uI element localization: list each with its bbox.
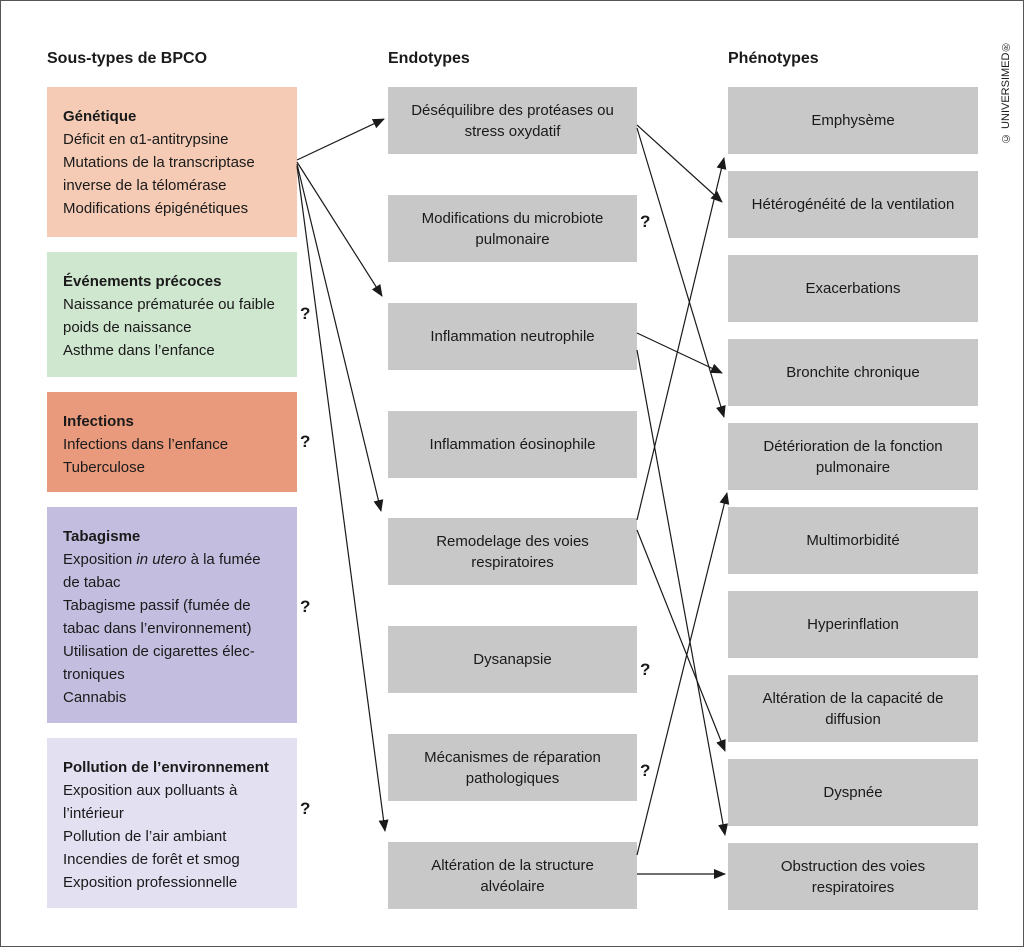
- arrow-remodeling-to-emphysema: [636, 157, 727, 521]
- subtype-title: Événements précoces: [63, 273, 222, 290]
- question-mark: ?: [300, 304, 311, 323]
- subtype-line: troniques: [63, 666, 125, 683]
- arrow-neutrophil-to-obstruction: [636, 349, 728, 836]
- question-mark: ?: [300, 597, 311, 616]
- subtype-line: poids de naissance: [63, 319, 192, 336]
- subtype-line-text: Exposition: [63, 551, 137, 568]
- arrow-protease-to-lung-function: [636, 127, 726, 418]
- question-mark: ?: [300, 799, 311, 818]
- question-mark: ?: [300, 432, 311, 451]
- subtype-line: Déficit en α1-antitrypsine: [63, 131, 229, 148]
- phenotype-box: Emphysème: [728, 87, 978, 154]
- endotype-box: Inflammation neutrophile: [388, 303, 637, 370]
- subtype-infections: Infections Infections dans l’enfance Tub…: [47, 392, 297, 492]
- phenotype-box: Détérioration de la fonction pulmonaire: [728, 423, 978, 490]
- subtype-line: Infections dans l’enfance: [63, 436, 229, 453]
- arrow-genetics-to-alveolar: [296, 165, 389, 832]
- header-endotypes: Endotypes: [388, 50, 470, 67]
- subtype-title: Infections: [63, 413, 134, 430]
- endotype-box: Altération de la structure alvéolaire: [388, 842, 637, 909]
- subtype-title: Génétique: [63, 108, 137, 125]
- question-mark: ?: [640, 212, 651, 231]
- phenotype-box: Bronchite chronique: [728, 339, 978, 406]
- header-subtypes: Sous-types de BPCO: [47, 50, 208, 67]
- subtype-line: de tabac: [63, 574, 121, 591]
- question-mark: ?: [640, 761, 651, 780]
- subtype-line: Utilisation de cigarettes élec-: [63, 643, 255, 660]
- subtype-line: Pollution de l’air ambiant: [63, 828, 227, 845]
- subtype-line: Mutations de la transcriptase: [63, 154, 255, 171]
- subtype-line: Exposition aux polluants à: [63, 782, 238, 799]
- header-phenotypes: Phénotypes: [728, 50, 819, 67]
- subtype-line: l’intérieur: [63, 805, 124, 822]
- subtype-pollution: Pollution de l’environnement Exposition …: [47, 738, 297, 908]
- phenotype-box: Exacerbations: [728, 255, 978, 322]
- endotype-box: Dysanapsie: [388, 626, 637, 693]
- subtype-line: Incendies de forêt et smog: [63, 851, 240, 868]
- subtype-line-emphasis: in utero: [136, 551, 187, 568]
- phenotype-box: Altération de la capacité de diffusion: [728, 675, 978, 742]
- endotype-box: Déséquilibre des protéases ou stress oxy…: [388, 87, 637, 154]
- arrow-genetics-to-protease: [296, 118, 385, 161]
- subtype-line-text: à la fumée: [186, 551, 261, 568]
- arrow-remodeling-to-diffusion: [636, 529, 726, 752]
- arrow-protease-to-ventilation: [636, 124, 723, 203]
- subtype-smoking: Tabagisme Exposition in utero à la fumée…: [47, 507, 297, 723]
- subtype-line: Tabagisme passif (fumée de: [63, 597, 251, 614]
- subtype-line: Cannabis: [63, 689, 127, 706]
- phenotype-box: Hétérogénéité de la ventilation: [728, 171, 978, 238]
- subtype-line: inverse de la télomérase: [63, 177, 227, 194]
- subtype-line: Asthme dans l’enfance: [63, 342, 215, 359]
- endotype-box: Modifications du microbiote pulmonaire: [388, 195, 637, 262]
- phenotype-box: Hyperinflation: [728, 591, 978, 658]
- phenotype-box: Dyspnée: [728, 759, 978, 826]
- subtype-line: tabac dans l’environnement): [63, 620, 252, 637]
- subtype-line: Naissance prématurée ou faible: [63, 296, 275, 313]
- endotype-box: Remodelage des voies respiratoires: [388, 518, 637, 585]
- arrow-genetics-to-neutrophil: [296, 161, 383, 297]
- arrow-genetics-to-remodeling: [296, 163, 384, 512]
- subtype-line: Exposition professionnelle: [63, 874, 238, 891]
- arrow-alveolar-to-lung-function: [636, 492, 730, 856]
- subtype-line: Tuberculose: [63, 459, 145, 476]
- subtype-early-events: Événements précoces Naissance prématurée…: [47, 252, 297, 377]
- subtype-line: Exposition in utero à la fumée: [63, 548, 287, 571]
- arrow-neutrophil-to-bronchitis: [636, 332, 723, 374]
- endotype-box: Inflammation éosinophile: [388, 411, 637, 478]
- question-mark: ?: [640, 660, 651, 679]
- phenotype-box: Obstruction des voies respiratoires: [728, 843, 978, 910]
- subtype-genetics: Génétique Déficit en α1-antitrypsine Mut…: [47, 87, 297, 237]
- subtype-title: Tabagisme: [63, 528, 141, 545]
- subtype-title: Pollution de l’environnement: [63, 759, 269, 776]
- subtype-line: Modifications épigénétiques: [63, 200, 249, 217]
- phenotype-box: Multimorbidité: [728, 507, 978, 574]
- endotype-box: Mécanismes de réparation pathologiques: [388, 734, 637, 801]
